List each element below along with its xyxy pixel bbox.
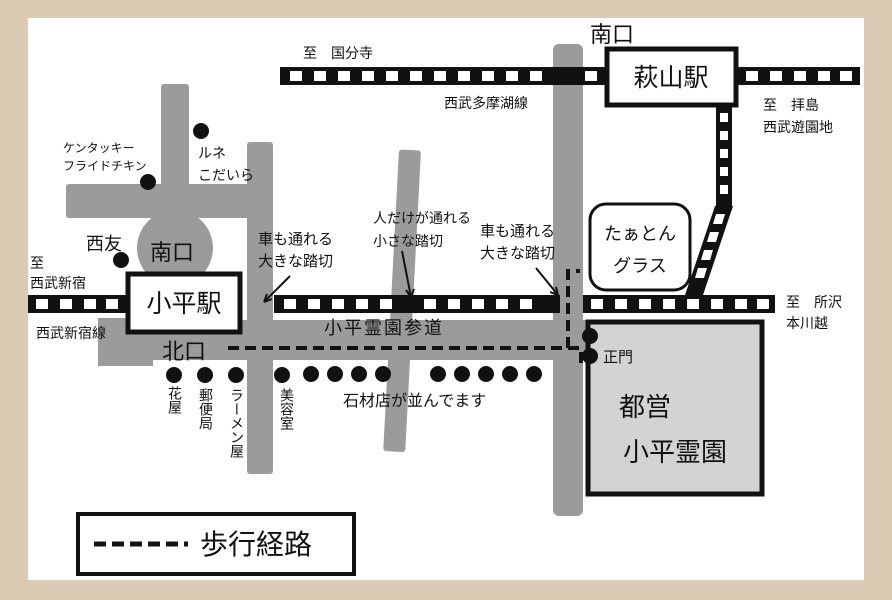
crossing-left-arrow xyxy=(263,275,291,303)
post-office-dot xyxy=(197,367,213,383)
road-left-crossing xyxy=(247,142,273,474)
tamako-line-label: 西武多摩湖線 xyxy=(444,95,528,112)
legend-walking-route-label: 歩行経路 xyxy=(200,528,312,561)
crossing-left-label-1: 車も通れる xyxy=(258,230,333,248)
map-area: 小平駅 萩山駅 たぁとん グラス 都営 小平霊園 xyxy=(28,18,864,580)
cemetery-label-2: 小平霊園 xyxy=(623,438,727,468)
cemetery-label-1: 都営 xyxy=(619,393,671,423)
stonemason-dot xyxy=(327,366,343,382)
taaton-label-2: グラス xyxy=(613,256,667,277)
stonemason-dot xyxy=(526,366,542,382)
crossing-middle-label-2: 小さな踏切 xyxy=(373,234,443,250)
stonemason-dot xyxy=(375,366,391,382)
seimon-label: 正門 xyxy=(603,348,633,366)
station-kodaira: 小平駅 xyxy=(125,271,243,335)
crossing-middle-arrow xyxy=(401,250,415,298)
stonemason-dot xyxy=(502,366,518,382)
to-kokubunji-label: 至 国分寺 xyxy=(303,46,373,62)
crossing-right-label-2: 大きな踏切 xyxy=(480,244,555,262)
to-seibu-shinjuku-label-2: 西武新宿 xyxy=(30,275,86,292)
to-seibu-shinjuku-label-1: 至 xyxy=(30,256,44,272)
crossing-right-arrow xyxy=(535,267,559,296)
map-labels: 南口 至 国分寺 西武多摩湖線 至 拝島 西武遊園地 ケンタッキー フライドチキ… xyxy=(30,23,842,459)
crossing-right-label-1: 車も通れる xyxy=(480,222,555,240)
kodaira-north-exit-label: 北口 xyxy=(162,340,206,365)
kfc-label-2: フライドチキン xyxy=(63,159,147,173)
railway-hagiyama-branch xyxy=(684,106,733,298)
rune-label-1: ルネ xyxy=(198,146,226,162)
stonemason-dot xyxy=(430,366,446,382)
ramen-shop-dot xyxy=(228,367,244,383)
poi-dots xyxy=(113,123,598,383)
post-office-label: 郵便局 xyxy=(197,388,213,430)
reien-sando-label: 小平霊園参道 xyxy=(324,318,444,339)
to-tokorozawa-label: 至 所沢 xyxy=(786,295,842,311)
route-map: 小平駅 萩山駅 たぁとん グラス 都営 小平霊園 xyxy=(28,23,860,576)
road-kodaira-north-horizontal xyxy=(66,184,262,218)
rune-label-2: こだいら xyxy=(198,168,254,184)
railways xyxy=(28,67,860,313)
beauty-salon-label: 美容室 xyxy=(278,388,294,430)
shinjuku-line-label: 西武新宿線 xyxy=(36,325,106,342)
kfc-dot xyxy=(140,174,156,190)
walking-route xyxy=(228,269,583,363)
gate-dot xyxy=(582,328,598,344)
kfc-label-1: ケンタッキー xyxy=(63,141,135,155)
crossing-middle-label-1: 人だけが通れる xyxy=(373,211,471,227)
beauty-salon-dot xyxy=(274,367,290,383)
station-kodaira-label: 小平駅 xyxy=(146,289,221,318)
to-haijima-label: 至 拝島 xyxy=(763,98,819,114)
railway-tamako-line xyxy=(280,67,860,85)
rune-kodaira-dot xyxy=(193,123,209,139)
seiyu-dot xyxy=(113,252,129,268)
road-kodaira-roundabout xyxy=(137,210,213,286)
kodaira-cemetery: 都営 小平霊園 xyxy=(585,319,765,497)
ramen-shop-label: ラーメン屋 xyxy=(228,388,244,459)
crossing-arrows xyxy=(263,250,559,303)
railway-shinjuku-line xyxy=(28,295,775,313)
seibu-yuenchi-label: 西武遊園地 xyxy=(763,120,833,136)
stonemason-dot xyxy=(454,366,470,382)
stonemasons-label: 石材店が並んでます xyxy=(343,391,486,410)
legend: 歩行経路 xyxy=(76,512,356,576)
taaton-glass: たぁとん グラス xyxy=(588,202,692,292)
stonemason-dot xyxy=(303,366,319,382)
kodaira-south-exit-label: 南口 xyxy=(150,241,194,266)
stonemason-dot xyxy=(351,366,367,382)
seiyu-label: 西友 xyxy=(86,234,122,255)
gate-dot xyxy=(582,348,598,364)
station-hagiyama-label: 萩山駅 xyxy=(633,63,708,92)
florist-dot xyxy=(166,367,182,383)
station-hagiyama: 萩山駅 xyxy=(604,46,739,108)
crossing-left-label-2: 大きな踏切 xyxy=(258,252,333,270)
hagiyama-south-exit-label: 南口 xyxy=(590,23,634,48)
florist-label: 花屋 xyxy=(166,386,182,415)
stonemason-dot xyxy=(478,366,494,382)
hon-kawagoe-label: 本川越 xyxy=(786,316,828,332)
taaton-label-1: たぁとん xyxy=(604,224,676,245)
